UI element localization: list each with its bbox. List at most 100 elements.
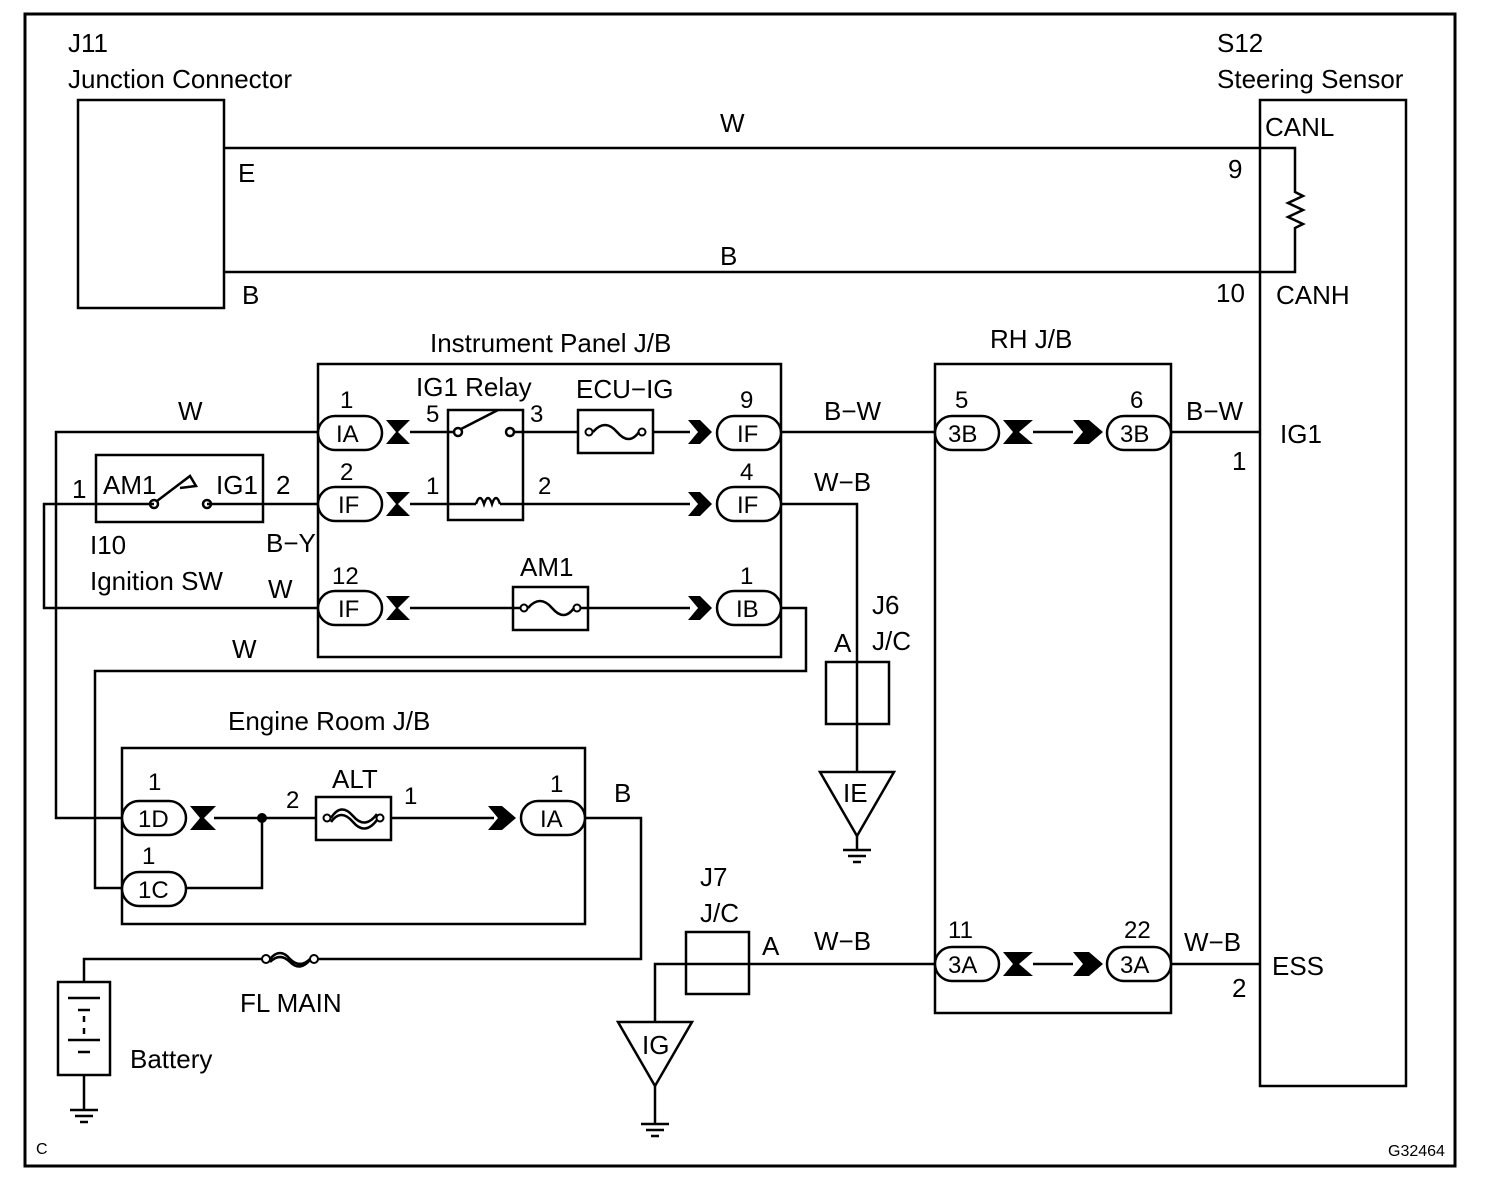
battery-name: Battery — [130, 1044, 212, 1074]
relay-pin-2: 2 — [538, 473, 551, 500]
ign-sw-pin-2: 2 — [276, 470, 290, 500]
s12-terminal-canl: CANL — [1265, 112, 1334, 142]
svg-text:1: 1 — [148, 769, 161, 796]
svg-text:4: 4 — [740, 459, 753, 486]
j6-name: J/C — [872, 626, 911, 656]
connector-rh-3a-11: 11 3A — [933, 917, 1033, 983]
s12-pin-10: 10 — [1216, 278, 1245, 308]
fuse-icon — [527, 599, 576, 617]
s12-pin-9: 9 — [1228, 154, 1242, 184]
ip-jb-name: Instrument Panel J/B — [430, 328, 671, 358]
svg-text:11: 11 — [948, 917, 973, 944]
wire-if4-out-color: W−B — [814, 467, 871, 497]
connector-ip-ia: 1 IA — [316, 387, 410, 452]
alt-pin-2: 2 — [286, 787, 299, 814]
svg-text:IA: IA — [540, 806, 563, 833]
ign-sw-ig1: IG1 — [216, 470, 258, 500]
j7-name: J/C — [700, 898, 739, 928]
relay-pin-1: 1 — [426, 473, 439, 500]
ground-ig: IG — [615, 1020, 695, 1138]
svg-text:12: 12 — [332, 563, 359, 590]
svg-text:IF: IF — [338, 596, 359, 623]
s12-terminal-ess: ESS — [1272, 951, 1324, 981]
fusible-link-icon — [329, 808, 378, 830]
svg-text:1: 1 — [340, 387, 353, 414]
j11-terminal-e: E — [238, 158, 255, 188]
s12-terminal-canh: CANH — [1276, 280, 1350, 310]
rh-jb-name: RH J/B — [990, 324, 1072, 354]
j6-ref: J6 — [872, 590, 899, 620]
svg-text:22: 22 — [1124, 917, 1151, 944]
diagram-frame — [23, 12, 1457, 1168]
svg-text:1C: 1C — [138, 877, 169, 904]
connector-er-1d: 1 1D — [120, 769, 216, 837]
wire-rh-ess-color: W−B — [1184, 927, 1241, 957]
j6-pin: A — [834, 628, 852, 658]
wire-if9-out-color: B−W — [824, 396, 882, 426]
wire-j7-out-color: W−B — [814, 926, 871, 956]
wire-ib-out — [93, 606, 808, 890]
ig1-relay-name: IG1 Relay — [416, 372, 532, 402]
j11-name: Junction Connector — [68, 64, 292, 94]
fusible-link-icon — [269, 951, 311, 968]
ign-sw-am1: AM1 — [103, 470, 156, 500]
ground-ig-label: IG — [642, 1030, 669, 1060]
figure-code: G32464 — [1388, 1143, 1445, 1160]
ground-icon — [841, 834, 873, 864]
s12-pin-1: 1 — [1232, 446, 1246, 476]
s12-steering-sensor: S12 Steering Sensor CANL CANH IG1 ESS 9 … — [1216, 28, 1408, 1088]
wire-rh-out-color: B−W — [1186, 396, 1244, 426]
connector-er-1c: 1 1C — [120, 843, 188, 908]
wire-alt-out-color: B — [614, 778, 631, 808]
ign-sw-name: Ignition SW — [90, 566, 223, 596]
battery: Battery — [56, 980, 212, 1124]
svg-text:9: 9 — [740, 387, 753, 414]
j7-junction-connector: J7 J/C A — [684, 862, 780, 996]
svg-text:6: 6 — [1130, 387, 1143, 414]
svg-text:3B: 3B — [948, 421, 977, 448]
j7-ref: J7 — [700, 862, 727, 892]
connector-ip-if-12: 12 IF — [316, 563, 410, 627]
wire-ib-out-color: W — [232, 634, 257, 664]
j11-terminal-b: B — [242, 280, 259, 310]
svg-text:1: 1 — [550, 771, 563, 798]
relay-pin-5: 5 — [426, 401, 439, 428]
connector-rh-3b-5: 5 3B — [933, 387, 1033, 452]
connector-er-ia: 1 IA — [488, 771, 587, 837]
wire-ia-in-color: W — [178, 396, 203, 426]
svg-text:3A: 3A — [1120, 952, 1149, 979]
fl-main-name: FL MAIN — [240, 988, 342, 1018]
rh-jb: RH J/B — [933, 324, 1173, 1015]
ignition-switch: AM1 IG1 1 2 I10 Ignition SW — [72, 453, 290, 596]
ground-icon — [639, 1108, 671, 1138]
connector-rh-3a-22: 22 3A — [1073, 917, 1173, 983]
ground-ie-label: IE — [843, 778, 868, 808]
wire-canl-color: W — [720, 108, 745, 138]
can-terminating-resistor — [1260, 146, 1306, 274]
ecu-ig-fuse-name: ECU−IG — [576, 374, 674, 404]
svg-text:3A: 3A — [948, 952, 977, 979]
fl-main-fusible-link: FL MAIN — [240, 951, 342, 1018]
svg-text:IF: IF — [338, 492, 359, 519]
relay-coil-icon — [474, 496, 502, 508]
s12-name: Steering Sensor — [1217, 64, 1404, 94]
wire-canh-color: B — [720, 241, 737, 271]
j11-ref: J11 — [68, 28, 108, 58]
svg-text:IF: IF — [737, 492, 758, 519]
j7-pin: A — [762, 931, 780, 961]
alt-fuse-name: ALT — [332, 764, 378, 794]
corner-mark: C — [36, 1141, 48, 1158]
svg-text:1: 1 — [740, 563, 753, 590]
ign-sw-ref: I10 — [90, 530, 126, 560]
connector-ip-ib: 1 IB — [688, 563, 783, 627]
svg-text:1D: 1D — [138, 806, 169, 833]
connector-ip-if-2: 2 IF — [316, 459, 410, 523]
svg-text:1: 1 — [142, 843, 155, 870]
svg-text:IF: IF — [737, 421, 758, 448]
wire-ign-out-color: B−Y — [266, 528, 316, 558]
s12-pin-2: 2 — [1232, 973, 1246, 1003]
s12-ref: S12 — [1217, 28, 1263, 58]
fuse-icon — [592, 423, 641, 441]
ground-ie: IE — [817, 770, 897, 864]
